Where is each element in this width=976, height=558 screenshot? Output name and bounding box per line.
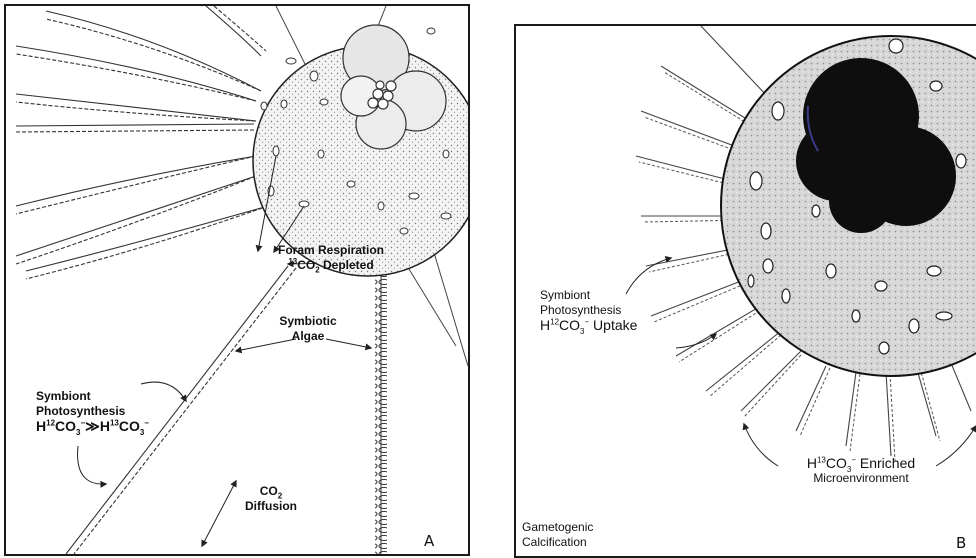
algae-chains — [16, 6, 268, 279]
co2-diffusion-label: CO2 Diffusion — [231, 484, 311, 514]
vertical-algae-chain — [375, 262, 387, 554]
foram-respiration-label: Foram Respiration 13CO2 Depleted — [246, 243, 416, 273]
panel-a: Foram Respiration 13CO2 Depleted Symbiot… — [4, 4, 470, 556]
panel-b-letter: B — [956, 534, 966, 552]
panel-a-illustration — [6, 6, 468, 554]
symbiont-photosynthesis-label-b: Symbiont Photosynthesis H12CO3− Uptake — [540, 288, 637, 333]
symbiont-photosynthesis-label-a: Symbiont Photosynthesis H12CO3−≫H13CO3− — [36, 389, 149, 434]
gametogenic-calcification-label: Gametogenic Calcification — [522, 520, 593, 550]
panel-b: Symbiont Photosynthesis H12CO3− Uptake H… — [514, 24, 976, 558]
panel-a-letter: A — [424, 532, 434, 550]
enriched-microenvironment-label: H13CO3− Enriched Microenvironment — [776, 456, 946, 486]
symbiotic-algae-label: Symbiotic Algae — [268, 314, 348, 344]
